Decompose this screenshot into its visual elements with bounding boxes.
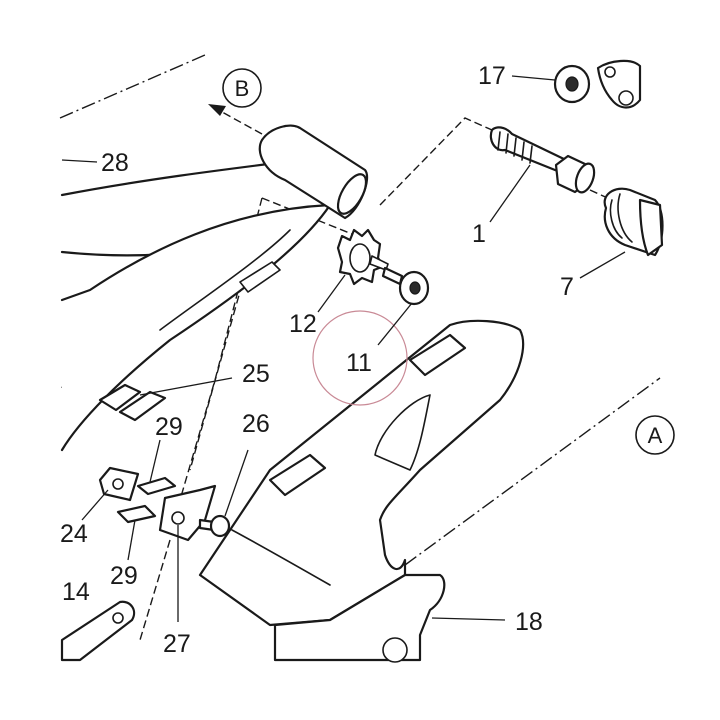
gear-12 xyxy=(336,228,389,286)
callout-26: 26 xyxy=(242,410,270,438)
clip-24-hole xyxy=(112,478,124,490)
callout-29-lower: 29 xyxy=(110,562,138,590)
centerline-right xyxy=(404,377,661,566)
bumper-right xyxy=(118,390,167,422)
frame-slot-upper xyxy=(239,261,281,293)
bracket-27-hole xyxy=(171,511,185,525)
ref-circle-a xyxy=(635,415,675,455)
frame-inner-edge xyxy=(159,229,291,331)
frame-upper-edge xyxy=(60,158,302,197)
cover-slot-upper xyxy=(408,333,467,377)
frame-tube-bore xyxy=(336,173,368,215)
plate-14-body xyxy=(60,600,136,662)
leader-7 xyxy=(579,251,626,279)
ref-label-a: A xyxy=(648,423,663,448)
grommets-29 xyxy=(116,476,177,524)
bracket-27-body xyxy=(158,484,217,542)
guide-line-to-14 xyxy=(139,539,171,641)
grommet-17-center xyxy=(565,76,579,92)
grommet-29-lower xyxy=(116,504,157,524)
cover-outer xyxy=(198,319,525,627)
clip-24 xyxy=(98,466,140,502)
callout-25: 25 xyxy=(242,360,270,388)
arrow-b-shaft xyxy=(221,111,263,135)
grommet-17 xyxy=(553,59,642,109)
callout-18: 18 xyxy=(515,608,543,636)
callout-12: 12 xyxy=(289,310,317,338)
callout-27: 27 xyxy=(163,630,191,658)
callout-17: 17 xyxy=(478,62,506,90)
callout-7: 7 xyxy=(560,273,574,301)
leader-1 xyxy=(489,164,531,223)
cover-slot-lower xyxy=(268,453,327,497)
bolt-1 xyxy=(489,126,596,194)
direction-arrow-b: B xyxy=(208,68,263,135)
plate-14-hole xyxy=(112,612,124,624)
plate-14 xyxy=(60,600,136,662)
callout-labels: 17 28 1 7 12 11 25 29 26 24 29 14 27 18 xyxy=(60,62,574,658)
bushing-7-ridges xyxy=(609,193,633,243)
frame-body-lower xyxy=(60,203,332,452)
bracket-27 xyxy=(158,484,217,542)
leader-29a xyxy=(149,439,161,483)
leader-29b xyxy=(127,519,136,561)
leader-17 xyxy=(511,75,556,81)
guide-line-bolt-axis xyxy=(589,189,613,201)
bushing-7-flange xyxy=(638,198,664,257)
bolt-1-thread xyxy=(497,131,533,164)
screw-26-head xyxy=(209,514,231,538)
gear-12-hub xyxy=(349,243,371,273)
callout-11: 11 xyxy=(346,349,372,377)
pin-11-socket xyxy=(409,281,421,295)
bracket-hole-upper xyxy=(604,66,616,78)
leader-26 xyxy=(224,449,249,517)
cover-fold-line xyxy=(231,529,331,586)
leader-11 xyxy=(377,302,413,346)
direction-ref-a: A xyxy=(635,415,675,455)
callout-14: 14 xyxy=(62,578,90,606)
leader-24 xyxy=(81,489,109,521)
leader-18 xyxy=(431,617,506,621)
leader-28 xyxy=(61,159,98,163)
rubber-bumpers-25 xyxy=(98,383,167,422)
bolt-1-washer xyxy=(574,162,596,194)
grommet-29-upper xyxy=(136,476,177,496)
bushing-7 xyxy=(603,187,664,257)
cover-recess xyxy=(374,394,431,471)
bolt-1-shank xyxy=(489,126,568,174)
ref-circle-b xyxy=(222,68,262,108)
leader-25 xyxy=(139,377,233,396)
ref-label-b: B xyxy=(235,76,250,101)
frame-tube-28 xyxy=(60,124,369,452)
leader-lines xyxy=(61,75,626,622)
arrow-b-head xyxy=(208,104,226,116)
pin-11-shank xyxy=(381,266,404,286)
guide-line-frame-to-bolt xyxy=(379,117,493,206)
callout-24: 24 xyxy=(60,520,88,548)
leader-12 xyxy=(317,274,346,313)
pin-11 xyxy=(381,266,430,306)
callout-28: 28 xyxy=(101,149,129,177)
highlight-circle-11 xyxy=(312,310,408,406)
callout-1: 1 xyxy=(472,220,486,248)
plate-18-body xyxy=(273,573,446,662)
centerline-top-left xyxy=(59,54,206,119)
bracket-plate-18 xyxy=(273,573,446,663)
screw-26 xyxy=(198,514,231,538)
bracket-hole-lower xyxy=(618,90,634,106)
bumper-left xyxy=(98,383,142,412)
plate-18-bolt xyxy=(382,637,408,663)
heel-guard-cover xyxy=(198,319,525,627)
callout-29-upper: 29 xyxy=(155,413,183,441)
